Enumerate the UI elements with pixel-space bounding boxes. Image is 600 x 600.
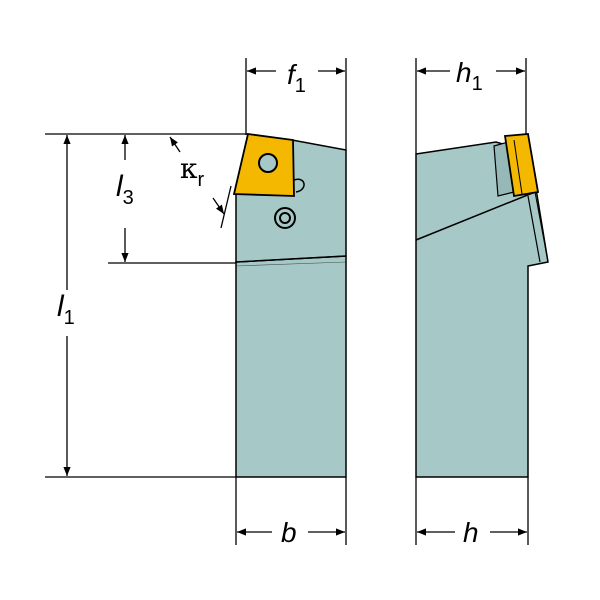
side-diagonal-edge [415, 191, 536, 241]
label-b: b [281, 517, 297, 548]
insert-hole [258, 153, 278, 173]
label-h: h [463, 517, 479, 548]
label-h1: h1 [456, 57, 483, 95]
kr-reference-line [220, 185, 232, 229]
side-insert [503, 133, 540, 198]
front-shank-body [235, 255, 347, 478]
label-f1: f1 [287, 59, 306, 97]
front-view [232, 132, 347, 478]
front-head-shank-seam [235, 255, 347, 263]
side-view [415, 133, 549, 478]
dimension-lines [45, 58, 529, 545]
label-l1: l1 [57, 290, 75, 329]
clamp-screw [274, 207, 296, 229]
label-l3: l3 [116, 170, 134, 209]
kr-arrow-upper [169, 136, 181, 153]
insert-pocket-notch [293, 178, 305, 193]
kr-arrow-lower [212, 197, 225, 215]
front-insert [232, 132, 295, 197]
dimension-labels: f1 h1 l1 l3 κr b h [57, 57, 483, 548]
label-kappa-r: κr [180, 152, 205, 191]
